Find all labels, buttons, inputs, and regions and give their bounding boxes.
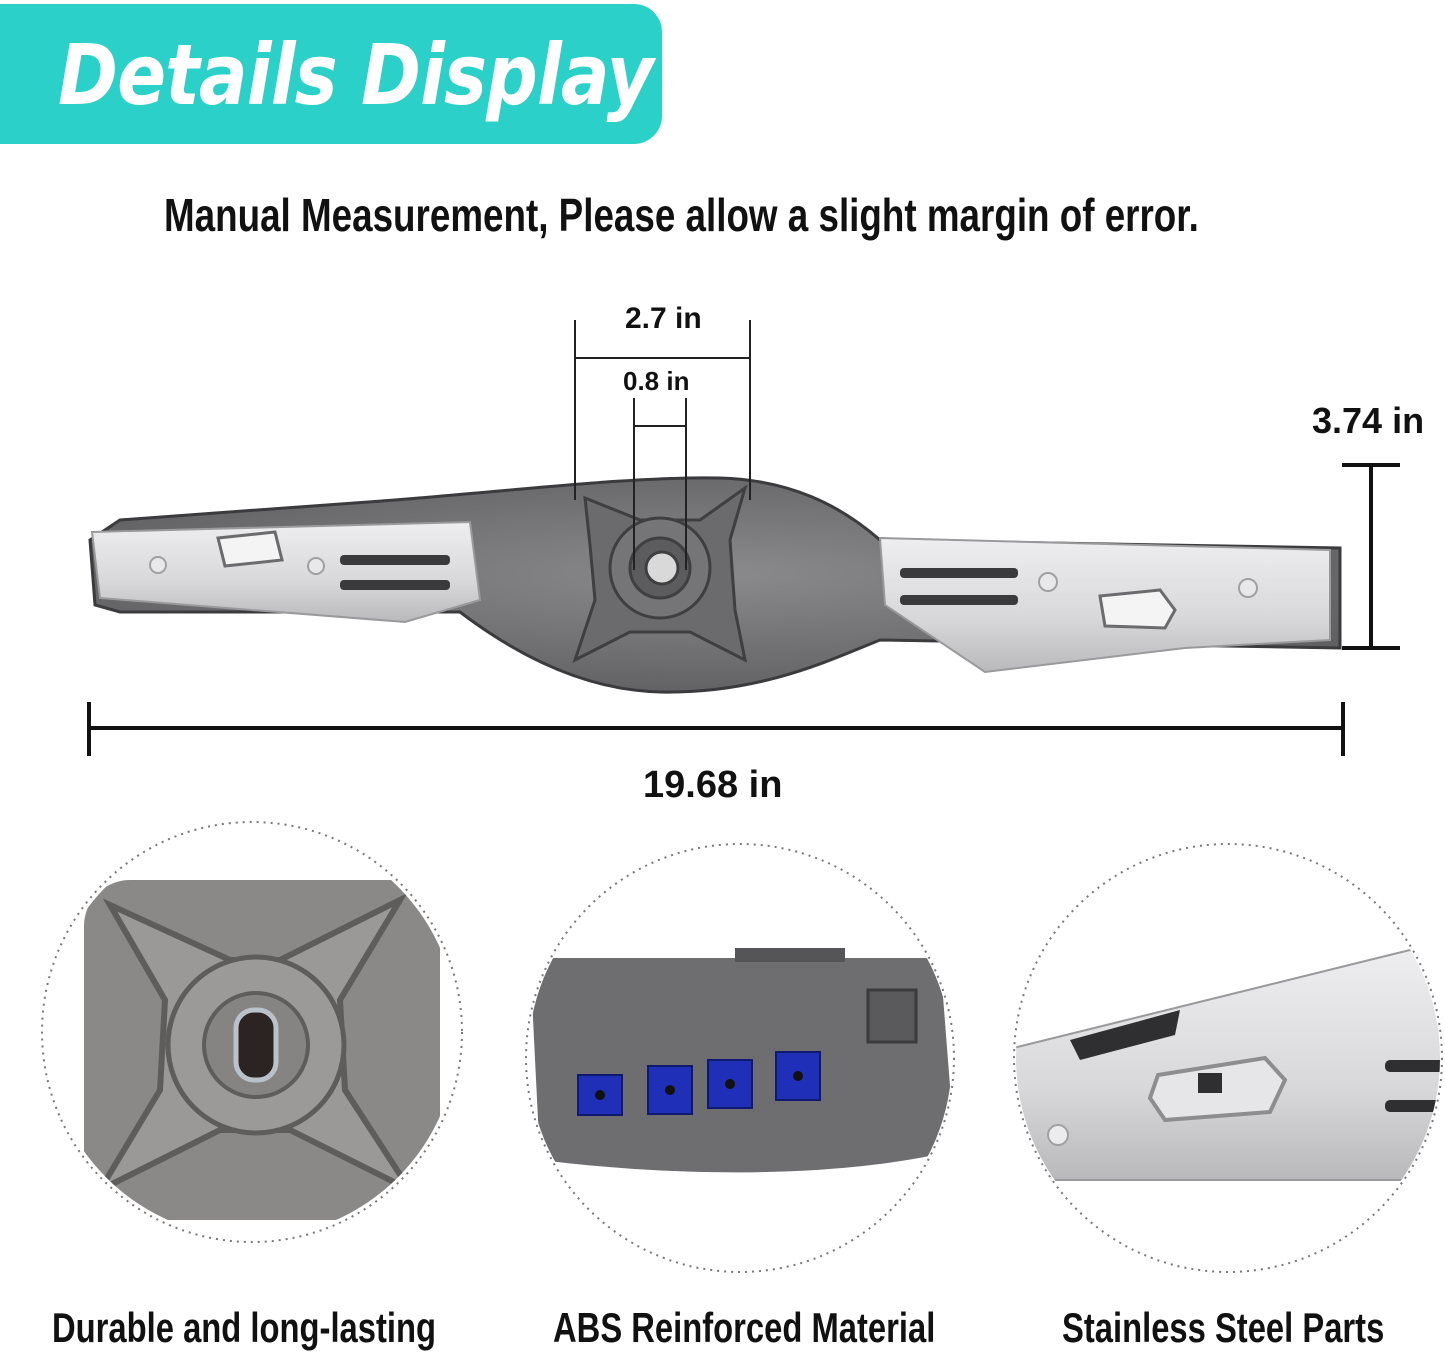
right-slot-2 [900,595,1018,605]
label-length: 19.68 in [643,764,783,806]
label-hub-width: 2.7 in [625,302,702,335]
spray-arm [88,476,1342,694]
dimension-shaft-width [633,398,687,570]
caption-abs: ABS Reinforced Material [553,1304,936,1351]
caption-steel: Stainless Steel Parts [1062,1304,1385,1351]
banner-title: Details Display [58,26,654,124]
dimension-length [87,702,1345,756]
left-slot-1 [340,555,450,565]
left-latch [216,530,284,568]
subtitle: Manual Measurement, Please allow a sligh… [164,188,1334,248]
center-hub [572,484,748,663]
dimension-height [1342,463,1400,650]
detail-steel-image [1013,843,1443,1273]
label-height: 3.74 in [1312,400,1425,441]
left-steel-plate [90,520,482,624]
title-banner: Details Display [0,4,662,144]
detail-abs-image [525,843,955,1273]
label-shaft-width: 0.8 in [623,366,690,396]
dimension-hub-width [574,320,751,500]
left-slot-2 [340,580,450,590]
right-latch [1098,588,1177,630]
subtitle-text: Manual Measurement, Please allow a sligh… [164,189,1199,241]
caption-durable: Durable and long-lasting [52,1304,437,1351]
detail-hub-image [41,821,463,1243]
right-slot-1 [900,568,1018,578]
